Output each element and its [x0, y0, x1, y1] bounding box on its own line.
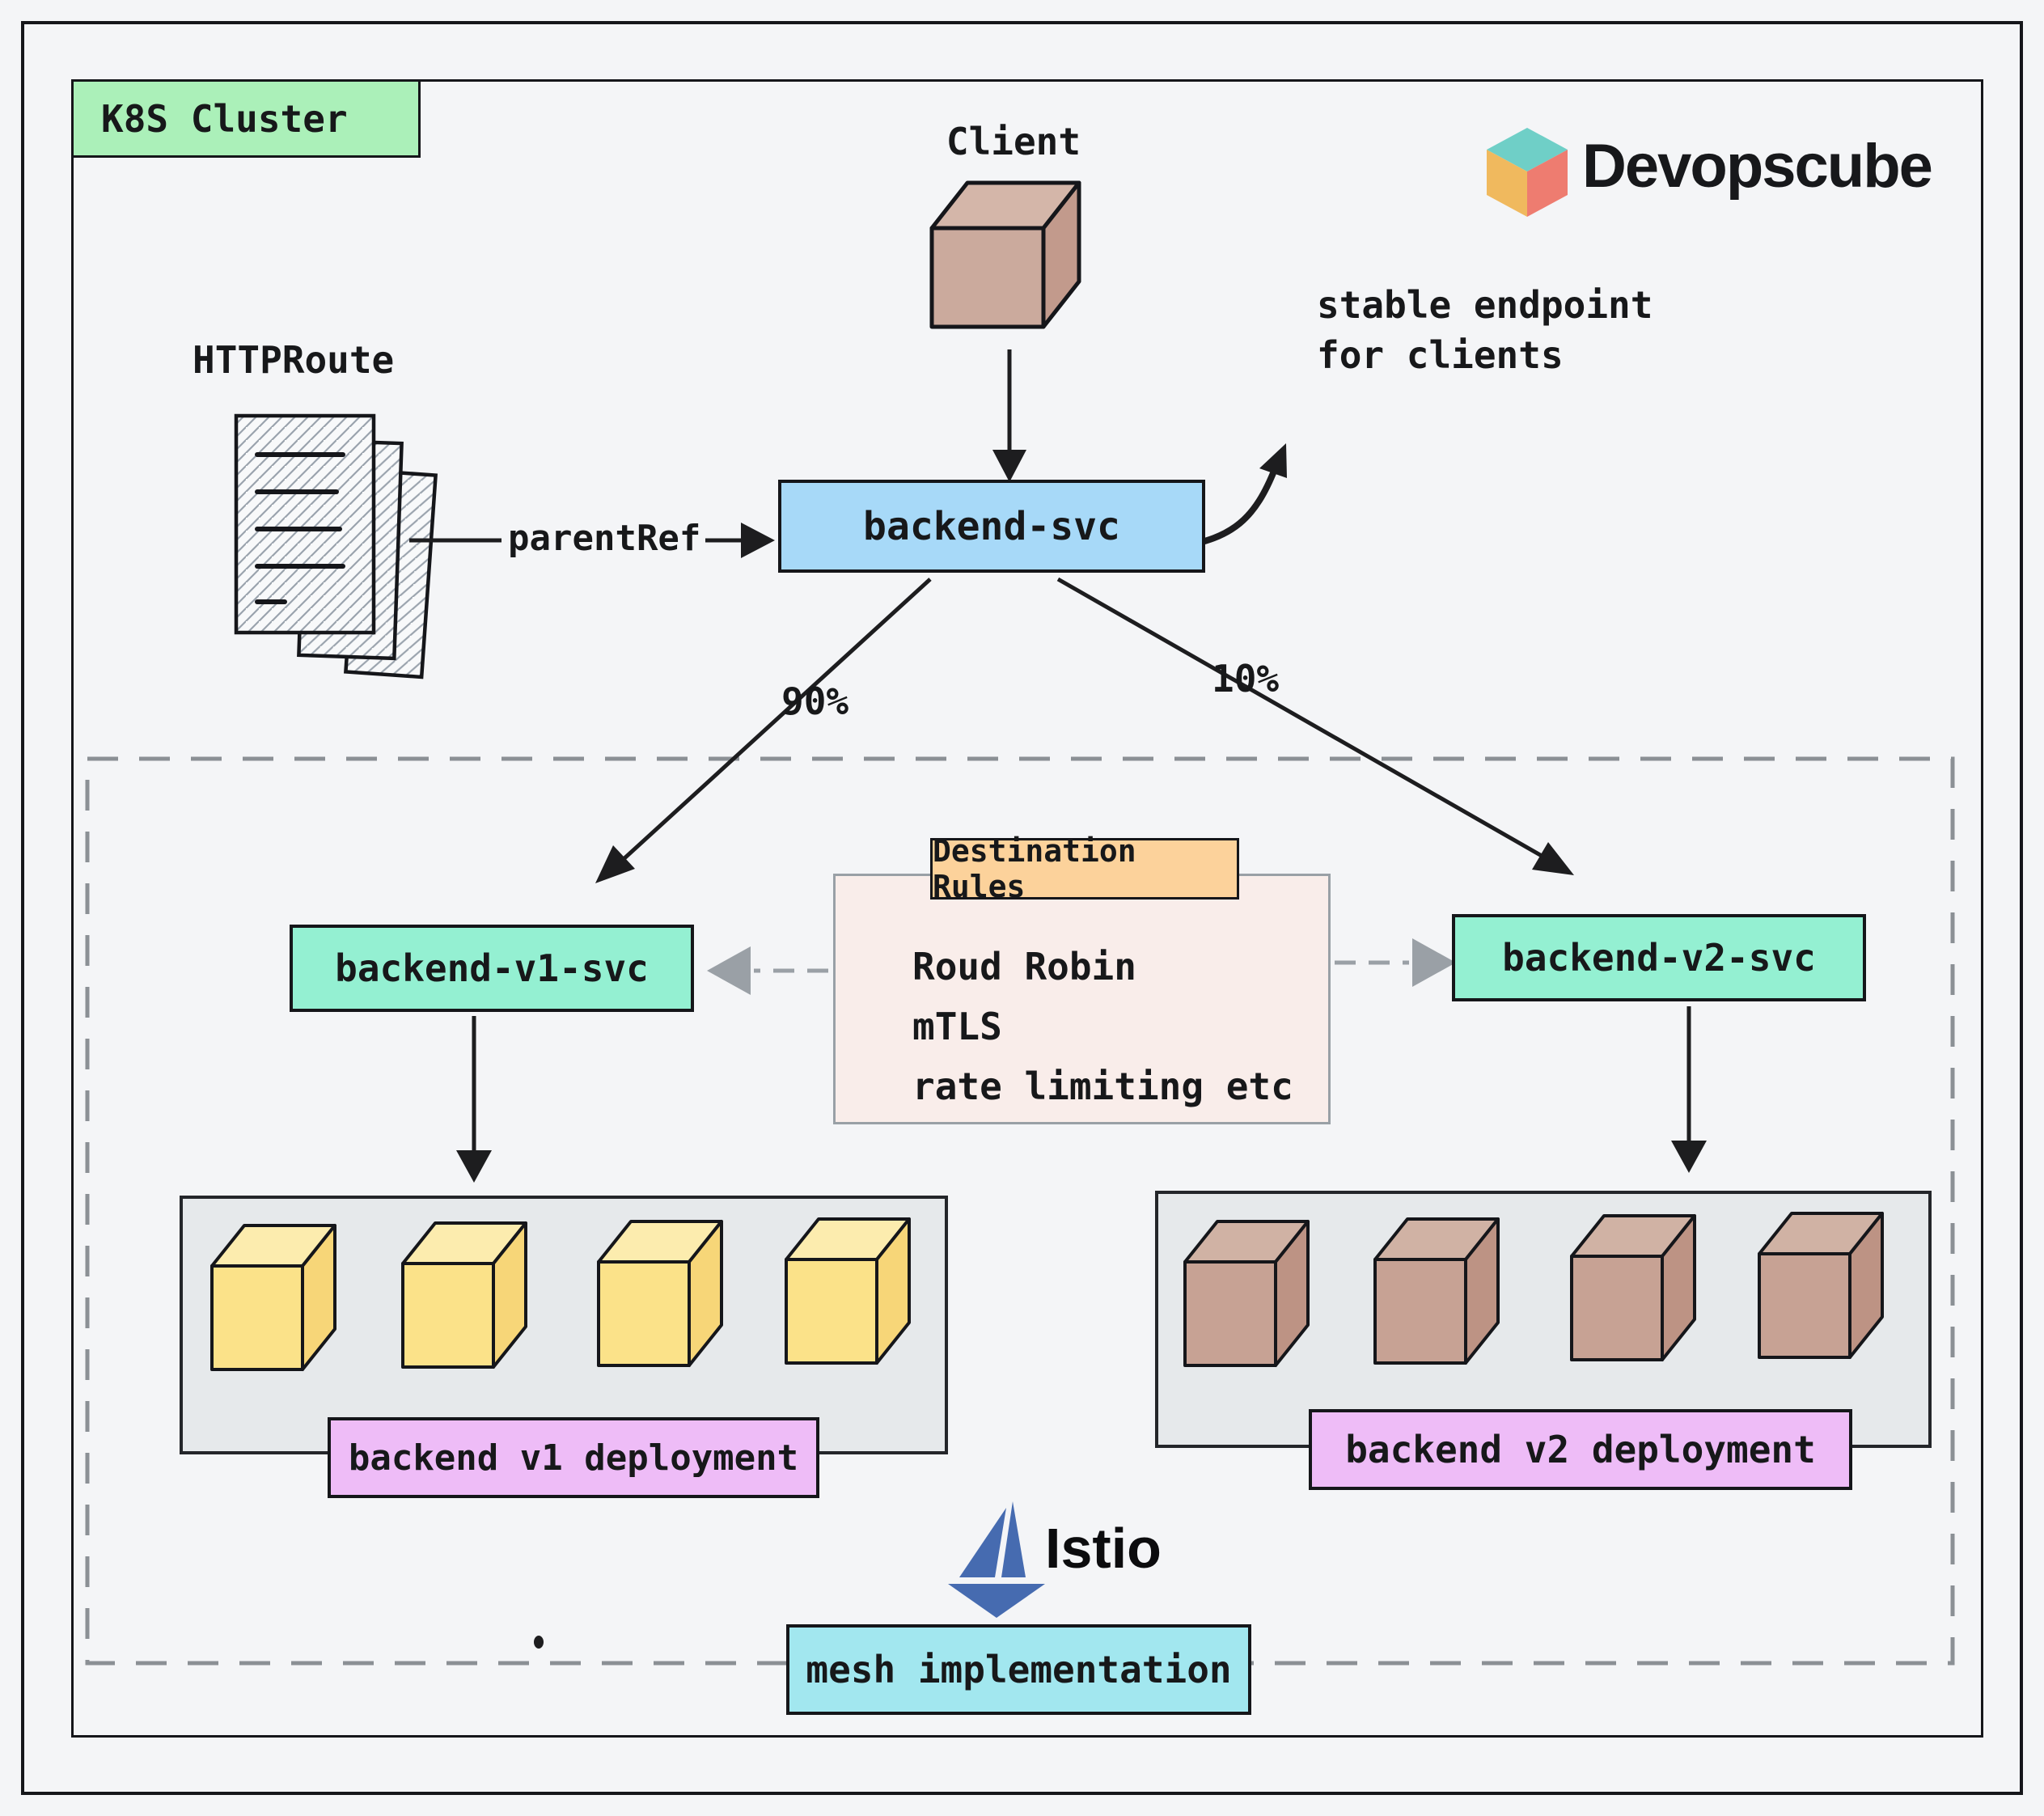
destination-rules-header: Destination Rules	[930, 833, 1239, 904]
k8s-cluster-frame	[71, 79, 1983, 1738]
destination-rule-item: rate limiting etc	[912, 1065, 1293, 1108]
brand-wordmark: Devopscube	[1582, 132, 1933, 201]
mesh-implementation-node: mesh implementation	[786, 1624, 1251, 1715]
backend-v2-svc-label: backend-v2-svc	[1502, 936, 1816, 980]
istio-wordmark: Istio	[1045, 1517, 1162, 1580]
outer-frame	[21, 21, 2023, 1795]
mesh-implementation-label: mesh implementation	[806, 1648, 1232, 1691]
destination-rules-title: Destination Rules	[933, 833, 1136, 904]
destination-rule-item: Roud Robin	[912, 945, 1136, 988]
deployment-v1-label-text: backend v1 deployment	[348, 1437, 799, 1479]
backend-v1-svc-label: backend-v1-svc	[335, 946, 649, 990]
deployment-v1-container	[180, 1196, 948, 1454]
backend-svc-node: backend-svc	[778, 480, 1205, 573]
destination-rules-list: Roud Robin mTLS rate limiting etc	[912, 937, 1293, 1116]
backend-v2-svc-node: backend-v2-svc	[1452, 914, 1866, 1001]
k8s-cluster-label-text: K8S Cluster	[101, 96, 348, 141]
stable-endpoint-note-line1: stable endpoint	[1317, 283, 1653, 327]
deployment-v2-label: backend v2 deployment	[1309, 1409, 1852, 1490]
weight-10-label: 10%	[1212, 657, 1280, 701]
parentref-label: parentRef	[508, 518, 701, 559]
stable-endpoint-note-line2: for clients	[1317, 333, 1564, 377]
deployment-v1-label: backend v1 deployment	[328, 1417, 819, 1498]
httproute-label: HTTPRoute	[193, 338, 395, 382]
k8s-cluster-label: K8S Cluster	[71, 79, 421, 158]
deployment-v2-label-text: backend v2 deployment	[1345, 1428, 1816, 1471]
client-label: Client	[946, 120, 1081, 163]
backend-svc-label: backend-svc	[863, 503, 1120, 549]
destination-rule-item: mTLS	[912, 1005, 1002, 1048]
backend-v1-svc-node: backend-v1-svc	[290, 925, 694, 1012]
weight-90-label: 90%	[781, 679, 849, 723]
